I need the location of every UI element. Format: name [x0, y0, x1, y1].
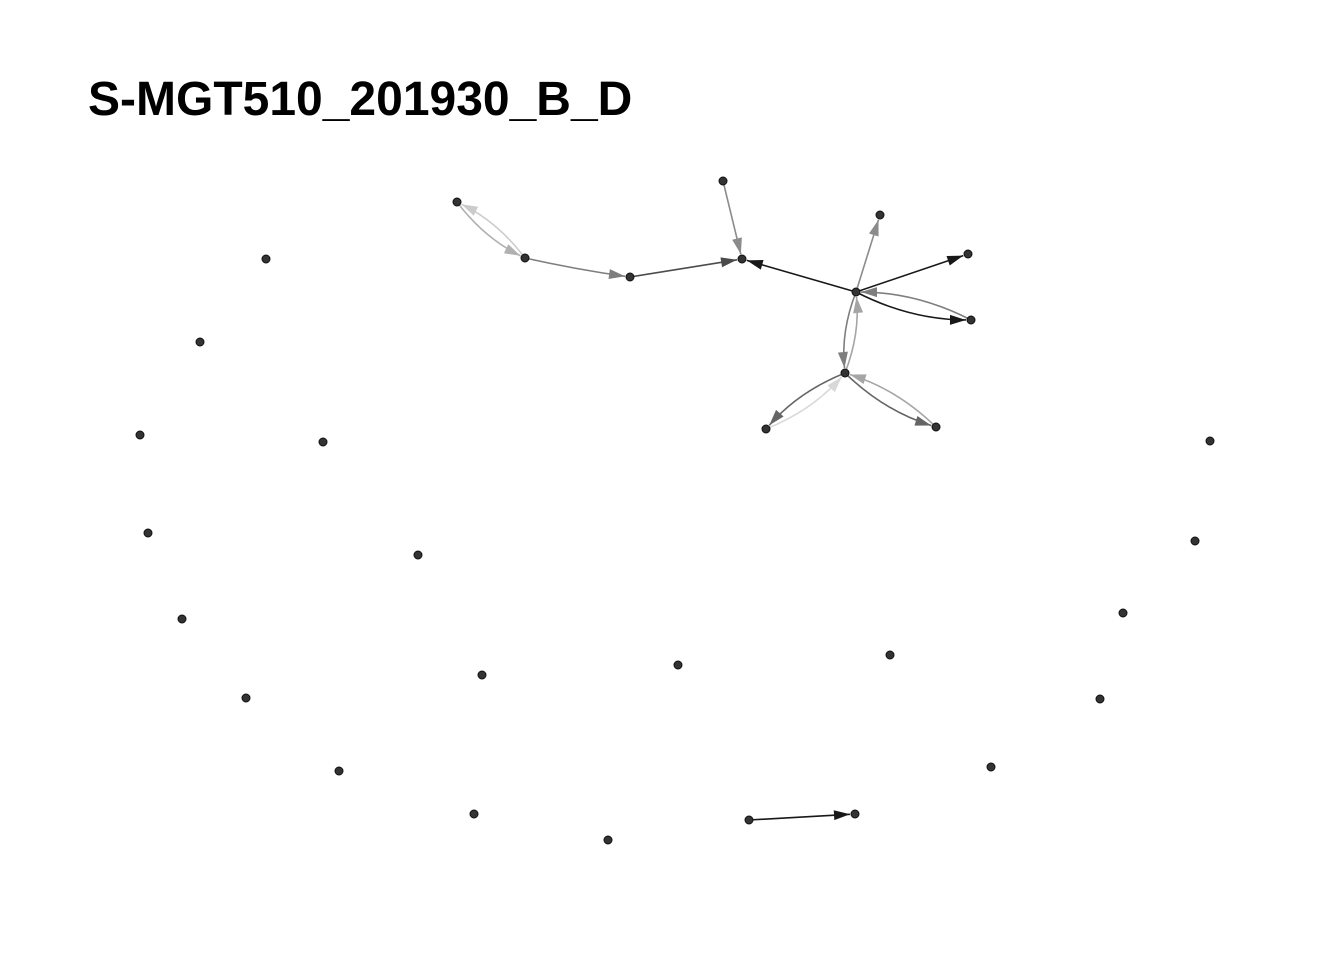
edge-n2-n1: [461, 203, 526, 259]
node-n9: [966, 315, 976, 325]
edge-arrowhead: [503, 244, 521, 256]
node-n17: [135, 430, 145, 440]
edge-arrowhead: [949, 314, 966, 325]
edge-line: [629, 259, 738, 278]
node-n19: [143, 528, 153, 538]
edge-arrowhead: [914, 416, 932, 426]
node-n4: [737, 254, 747, 264]
edge-n10-n12: [844, 372, 932, 427]
edge-n6-n7: [855, 219, 880, 293]
node-n13: [744, 815, 754, 825]
node-n7: [875, 210, 885, 220]
node-n23: [673, 660, 683, 670]
edge-line: [722, 180, 742, 255]
node-n24: [885, 650, 895, 660]
edge-n5-n4: [722, 180, 742, 255]
edge-line: [860, 291, 972, 321]
nodes-layer: [135, 176, 1215, 845]
edge-n6-n10: [837, 291, 857, 369]
edge-n13-n14: [748, 810, 851, 821]
node-n12: [931, 422, 941, 432]
node-n21: [177, 614, 187, 624]
node-n22: [477, 670, 487, 680]
edge-n6-n4: [746, 259, 857, 293]
node-n16: [195, 337, 205, 347]
node-n5: [718, 176, 728, 186]
edge-n10-n11: [768, 372, 846, 426]
edge-line: [461, 203, 526, 259]
node-n30: [1095, 694, 1105, 704]
edge-arrowhead: [769, 409, 784, 426]
edge-arrowhead: [853, 296, 864, 314]
edge-n3-n4: [629, 257, 738, 278]
edge-n11-n10: [765, 376, 843, 430]
edge-n2-n3: [524, 257, 626, 280]
edge-line: [855, 219, 880, 293]
edge-n6-n8: [855, 254, 964, 293]
edge-arrowhead: [833, 810, 851, 821]
node-n31: [1118, 608, 1128, 618]
edge-line: [456, 201, 521, 257]
node-n25: [241, 693, 251, 703]
node-n26: [334, 766, 344, 776]
node-n33: [1205, 436, 1215, 446]
edge-arrowhead: [608, 269, 626, 280]
edge-n10-n6: [844, 296, 864, 374]
edge-line: [855, 291, 967, 321]
node-n29: [986, 762, 996, 772]
edge-line: [849, 373, 937, 428]
edge-line: [855, 254, 964, 293]
node-n15: [261, 254, 271, 264]
edge-line: [765, 376, 843, 430]
node-n10: [840, 368, 850, 378]
edge-line: [746, 259, 857, 293]
edge-arrowhead: [849, 374, 867, 384]
node-n27: [469, 809, 479, 819]
edge-arrowhead: [720, 257, 738, 268]
edge-arrowhead: [837, 351, 848, 369]
edge-n1-n2: [456, 201, 521, 257]
node-n8: [963, 249, 973, 259]
node-n1: [452, 197, 462, 207]
edge-arrowhead: [868, 219, 879, 237]
node-n32: [1190, 536, 1200, 546]
node-n3: [625, 272, 635, 282]
edge-n12-n10: [849, 373, 937, 428]
node-n28: [603, 835, 613, 845]
edge-arrowhead: [746, 260, 764, 270]
edge-line: [844, 296, 859, 374]
edge-n9-n6: [860, 287, 972, 321]
node-n6: [851, 287, 861, 297]
edges-layer: [456, 180, 972, 821]
edge-arrowhead: [946, 255, 964, 266]
node-n18: [318, 437, 328, 447]
node-n14: [850, 809, 860, 819]
edge-arrowhead: [827, 376, 842, 393]
node-n20: [413, 550, 423, 560]
node-n11: [761, 424, 771, 434]
edge-arrowhead: [861, 287, 878, 298]
edge-arrowhead: [732, 237, 742, 255]
edge-n6-n9: [855, 291, 967, 325]
graph-title: S-MGT510_201930_B_D: [88, 73, 633, 126]
node-n2: [520, 253, 530, 263]
edge-arrowhead: [461, 204, 479, 216]
